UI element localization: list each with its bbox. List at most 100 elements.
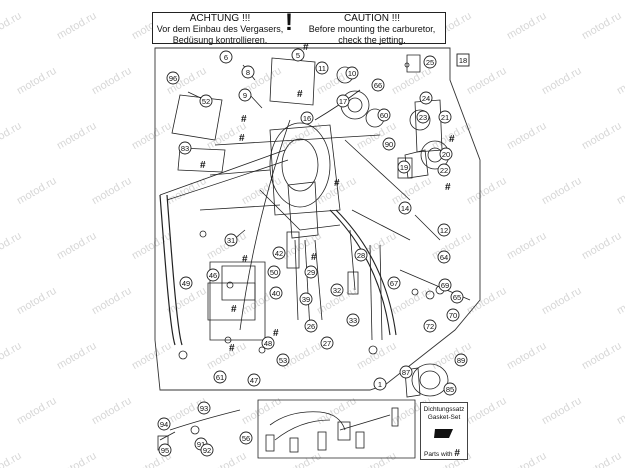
callout-29: 29	[304, 265, 318, 279]
callout-label: 91	[197, 440, 205, 449]
hash-marker: #	[200, 160, 206, 171]
callout-label: 47	[250, 376, 258, 385]
callout-marker	[304, 265, 318, 279]
callout-label: 65	[453, 293, 461, 302]
callout-label: 28	[357, 251, 365, 260]
ktm-logo-icon	[434, 429, 453, 438]
callout-87: 87	[399, 365, 413, 379]
hash-marker: #	[242, 254, 248, 265]
callout-marker	[239, 431, 253, 445]
callout-label: 85	[446, 385, 454, 394]
hash-marker: #	[445, 182, 451, 193]
callout-label: 46	[209, 271, 217, 280]
callout-label: 25	[426, 58, 434, 67]
callout-19: 19	[397, 160, 411, 174]
callout-marker	[382, 137, 396, 151]
hash-icon: #	[454, 448, 460, 459]
callout-label: 87	[402, 368, 410, 377]
callout-marker	[373, 377, 387, 391]
callout-marker	[315, 61, 329, 75]
callout-marker	[300, 111, 314, 125]
callout-label: 72	[426, 322, 434, 331]
callout-label: 10	[348, 69, 356, 78]
callout-marker	[398, 201, 412, 215]
callout-marker	[437, 250, 451, 264]
callout-label: 50	[270, 268, 278, 277]
callout-5: 5	[291, 48, 305, 62]
callout-marker	[261, 336, 275, 350]
callout-label: 96	[169, 74, 177, 83]
callout-95: 95	[158, 443, 172, 457]
callout-label: 17	[339, 97, 347, 106]
callout-47: 47	[247, 373, 261, 387]
callout-label: 32	[333, 286, 341, 295]
callout-85: 85	[443, 382, 457, 396]
warning-en-text: Before mounting the carburetor, check th…	[308, 24, 436, 45]
callout-label: 83	[181, 144, 189, 153]
callout-marker	[179, 276, 193, 290]
callout-89: 89	[454, 353, 468, 367]
callout-label: 5	[296, 51, 300, 60]
callout-label: 20	[442, 150, 450, 159]
callout-marker	[224, 233, 238, 247]
callout-marker	[439, 147, 453, 161]
callout-31: 31	[224, 233, 238, 247]
callout-18: 18	[456, 53, 470, 67]
callout-92: 92	[200, 443, 214, 457]
callout-label: 14	[401, 204, 409, 213]
callout-label: 60	[380, 111, 388, 120]
callout-label: 61	[216, 373, 224, 382]
callout-label: 22	[440, 166, 448, 175]
callout-64: 64	[437, 250, 451, 264]
hash-marker: #	[241, 114, 247, 125]
callout-label: 31	[227, 236, 235, 245]
callout-label: 26	[307, 322, 315, 331]
callout-marker	[206, 268, 220, 282]
callout-label: 1	[378, 380, 382, 389]
callout-marker	[291, 48, 305, 62]
callout-53: 53	[276, 353, 290, 367]
callout-marker	[345, 66, 359, 80]
callout-32: 32	[330, 283, 344, 297]
callout-label: 95	[161, 446, 169, 455]
hash-marker: #	[273, 328, 279, 339]
callout-marker	[269, 286, 283, 300]
hash-marker: #	[297, 89, 303, 100]
callout-69: 69	[438, 278, 452, 292]
callout-61: 61	[213, 370, 227, 384]
callout-label: 93	[200, 404, 208, 413]
callout-marker	[371, 78, 385, 92]
callout-90: 90	[382, 137, 396, 151]
callout-marker	[446, 308, 460, 322]
callout-67: 67	[387, 276, 401, 290]
callout-marker	[158, 443, 172, 457]
callout-56: 56	[239, 431, 253, 445]
gasket-line1: Dichtungssatz	[423, 406, 465, 413]
callout-marker	[336, 94, 350, 108]
callout-label: 53	[279, 356, 287, 365]
callout-49: 49	[179, 276, 193, 290]
callout-marker	[437, 223, 451, 237]
callout-label: 8	[246, 68, 250, 77]
callout-46: 46	[206, 268, 220, 282]
callout-marker	[423, 55, 437, 69]
callout-1: 1	[373, 377, 387, 391]
callout-label: 18	[459, 56, 467, 65]
callout-marker	[267, 265, 281, 279]
parts-with-text: Parts with	[424, 451, 453, 458]
callout-label: 70	[449, 311, 457, 320]
callout-marker	[213, 370, 227, 384]
callout-14: 14	[398, 201, 412, 215]
callout-label: 89	[457, 356, 465, 365]
callout-70: 70	[446, 308, 460, 322]
hash-marker: #	[449, 134, 455, 145]
callout-60: 60	[377, 108, 391, 122]
callout-label: 69	[441, 281, 449, 290]
callout-22: 22	[437, 163, 451, 177]
callout-label: 90	[385, 140, 393, 149]
callout-marker	[272, 246, 286, 260]
callout-marker	[377, 108, 391, 122]
callout-label: 64	[440, 253, 448, 262]
